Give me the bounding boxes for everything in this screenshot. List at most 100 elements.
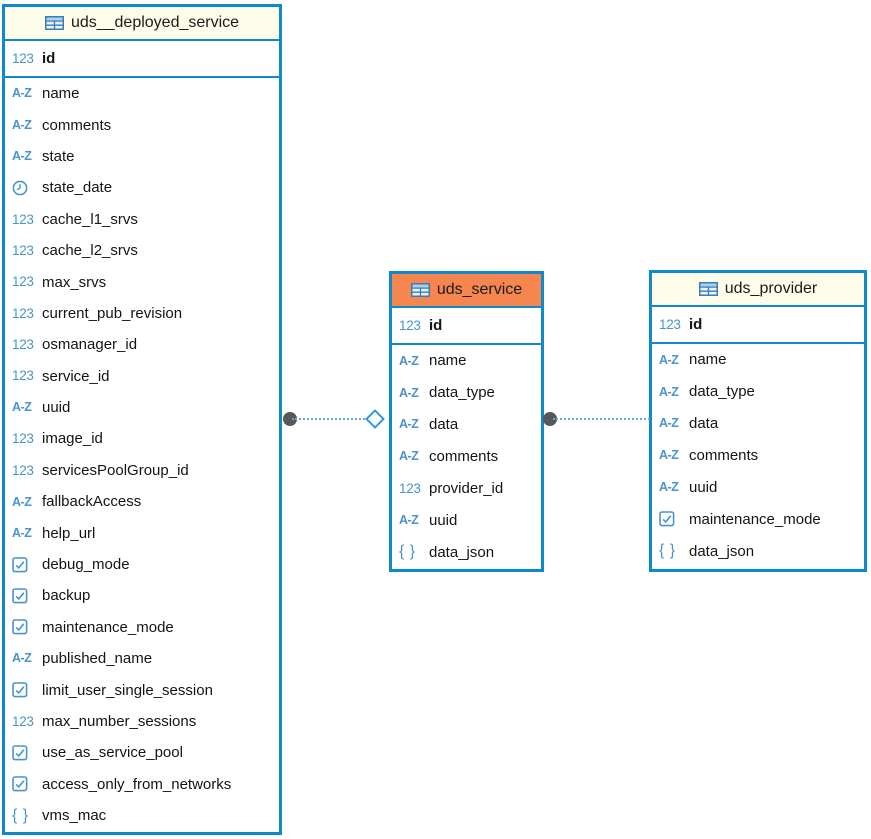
column-row[interactable]: backup bbox=[5, 580, 279, 611]
numeric-type-icon: 123 bbox=[399, 480, 421, 496]
boolean-checkbox-icon bbox=[12, 776, 42, 792]
column-row[interactable]: access_only_from_networks bbox=[5, 769, 279, 800]
connector-open-diamond-end bbox=[365, 409, 385, 429]
column-row[interactable]: A-Z uuid bbox=[652, 472, 864, 504]
boolean-checkbox-icon bbox=[12, 556, 42, 573]
datetime-clock-icon bbox=[12, 180, 42, 196]
numeric-type-icon: 123 bbox=[12, 274, 34, 290]
text-type-icon: A-Z bbox=[659, 416, 679, 431]
column-name: osmanager_id bbox=[42, 336, 138, 354]
column-row[interactable]: debug_mode bbox=[5, 549, 279, 580]
column-name: name bbox=[689, 351, 727, 369]
text-type-icon: A-Z bbox=[659, 448, 679, 463]
column-name: data bbox=[429, 416, 459, 434]
boolean-checkbox-icon bbox=[12, 619, 42, 635]
boolean-checkbox-icon bbox=[659, 511, 689, 527]
table-header[interactable]: uds_service bbox=[392, 274, 541, 308]
boolean-checkbox-icon bbox=[12, 588, 42, 604]
text-type-icon: A-Z bbox=[659, 384, 679, 399]
column-name: id bbox=[42, 50, 56, 67]
column-name: max_number_sessions bbox=[42, 713, 197, 730]
relationship-service-to-provider[interactable] bbox=[543, 411, 650, 427]
numeric-type-icon: 123 bbox=[12, 462, 34, 478]
column-name: data_json bbox=[689, 542, 755, 560]
text-type-icon: A-Z bbox=[12, 400, 32, 415]
column-row[interactable]: A-Z data bbox=[392, 409, 541, 441]
column-name: image_id bbox=[42, 430, 103, 448]
column-name: vms_mac bbox=[42, 807, 107, 825]
column-row[interactable]: 123 image_id bbox=[5, 423, 279, 454]
boolean-checkbox-icon bbox=[12, 745, 42, 761]
column-name: help_url bbox=[42, 524, 96, 542]
column-name: comments bbox=[42, 116, 112, 134]
json-type-icon: { } bbox=[659, 542, 676, 560]
column-row[interactable]: 123 servicesPoolGroup_id bbox=[5, 455, 279, 486]
column-name: name bbox=[429, 352, 467, 370]
column-name: current_pub_revision bbox=[42, 304, 183, 322]
column-row[interactable]: { }data_json bbox=[392, 536, 541, 568]
column-name: backup bbox=[42, 587, 91, 605]
numeric-type-icon: 123 bbox=[399, 317, 421, 333]
table-header[interactable]: uds__deployed_service bbox=[5, 7, 279, 41]
column-name: id bbox=[429, 317, 443, 334]
column-row[interactable]: A-Z data_type bbox=[652, 376, 864, 408]
column-name: data_type bbox=[689, 383, 755, 401]
column-row[interactable]: maintenance_mode bbox=[652, 503, 864, 535]
relationship-deployed-service-to-service[interactable] bbox=[283, 409, 390, 429]
numeric-type-icon: 123 bbox=[12, 368, 34, 384]
text-type-icon: A-Z bbox=[399, 449, 419, 464]
connector-filled-circle-end bbox=[283, 412, 297, 426]
primary-key-row[interactable]: 123 id bbox=[392, 308, 541, 345]
column-row[interactable]: limit_user_single_session bbox=[5, 674, 279, 705]
table-icon bbox=[410, 283, 430, 297]
table-header[interactable]: uds_provider bbox=[652, 273, 864, 307]
text-type-icon: A-Z bbox=[12, 494, 32, 509]
text-type-icon: A-Z bbox=[399, 353, 419, 368]
column-name: cache_l1_srvs bbox=[42, 210, 138, 228]
numeric-type-icon: 123 bbox=[12, 431, 34, 447]
column-row[interactable]: state_date bbox=[5, 172, 279, 203]
column-row[interactable]: { } data_json bbox=[652, 535, 864, 567]
json-type-icon: { } bbox=[399, 543, 416, 561]
text-type-icon: A-Z bbox=[659, 480, 679, 495]
column-row[interactable]: { } vms_mac bbox=[5, 800, 279, 831]
connector-filled-circle-end bbox=[543, 412, 557, 426]
column-name: uuid bbox=[689, 479, 718, 496]
text-type-icon: A-Z bbox=[399, 417, 419, 432]
column-name: comments bbox=[429, 448, 499, 466]
column-name: use_as_service_pool bbox=[42, 744, 183, 762]
column-row[interactable]: use_as_service_pool bbox=[5, 737, 279, 768]
table-title: uds_provider bbox=[724, 280, 818, 297]
column-row[interactable]: A-Z name bbox=[392, 345, 541, 377]
column-name: servicesPoolGroup_id bbox=[42, 461, 189, 479]
json-type-icon: { } bbox=[12, 806, 29, 824]
column-row[interactable]: maintenance_mode bbox=[5, 612, 279, 643]
column-row[interactable]: A-Z comments bbox=[392, 441, 541, 473]
text-type-icon: A-Z bbox=[12, 86, 32, 101]
